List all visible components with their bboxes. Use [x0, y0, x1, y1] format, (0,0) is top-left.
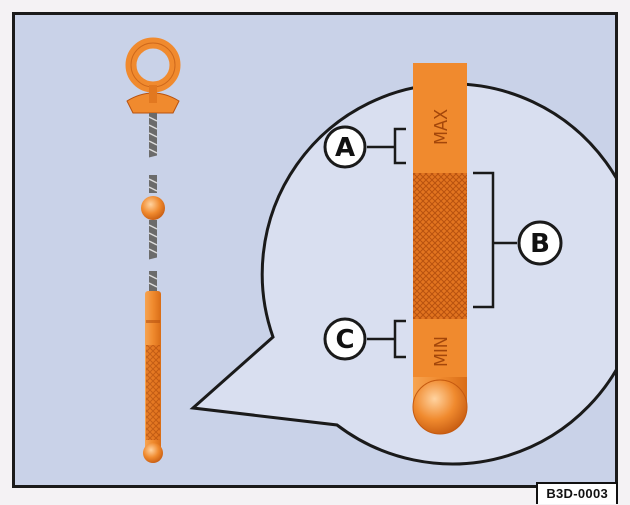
bracket-lines: [367, 127, 517, 359]
magnifier-bubble: [189, 82, 615, 466]
small-dipstick: [125, 37, 181, 463]
max-mark: MAX: [431, 109, 452, 145]
svg-text:A: A: [335, 133, 355, 163]
dipstick-illustration: MAX MIN: [125, 37, 615, 466]
figure-code-label: B3D-0003: [536, 482, 618, 504]
callout-c: C: [323, 317, 367, 361]
illustration-panel: MAX MIN: [12, 12, 618, 488]
callout-a: A: [323, 125, 367, 169]
callout-b: B: [517, 220, 563, 266]
min-mark: MIN: [431, 336, 452, 367]
svg-text:B: B: [530, 229, 550, 259]
svg-text:C: C: [335, 325, 354, 355]
bracket-b: [473, 171, 495, 309]
enlarged-dipstick: MAX MIN: [412, 63, 468, 435]
